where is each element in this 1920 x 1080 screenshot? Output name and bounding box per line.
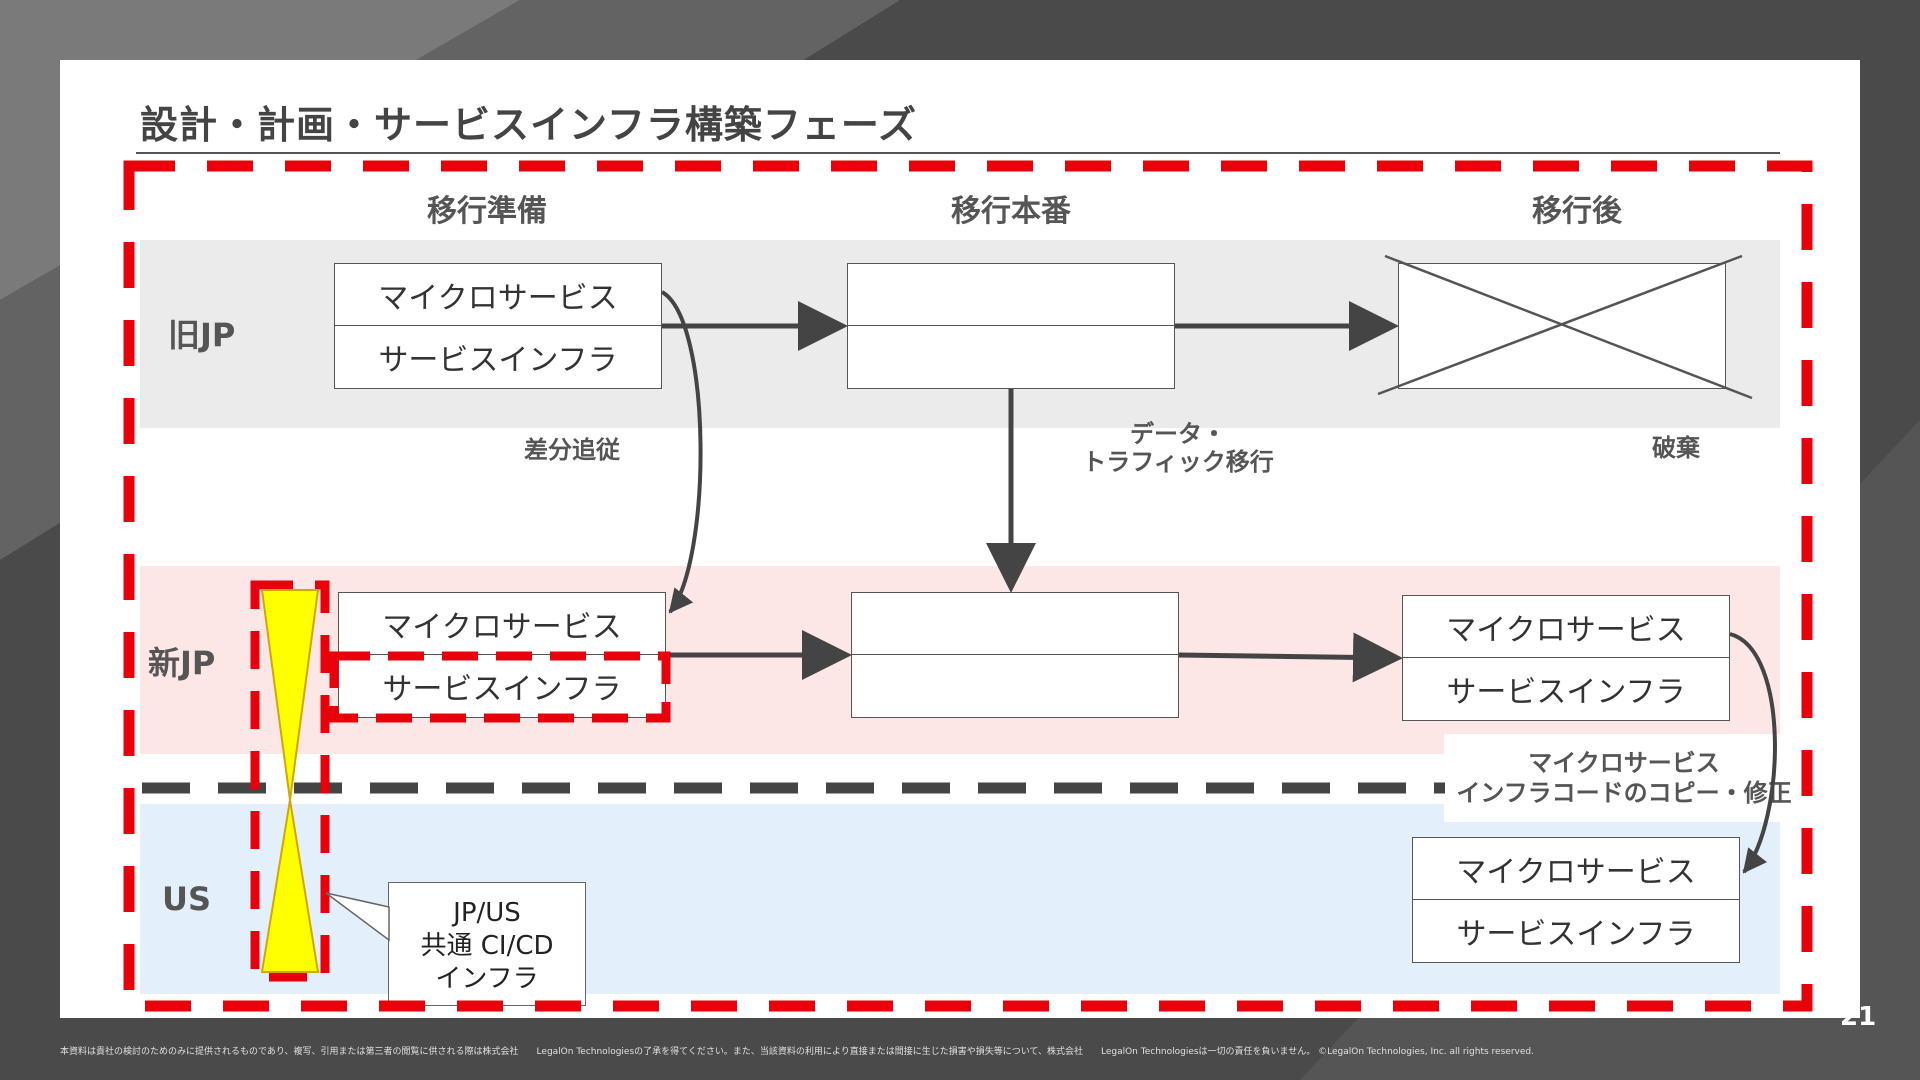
- old-jp-cutover-bottom-cell: [848, 326, 1174, 388]
- row-label-old-jp: 旧JP: [168, 316, 236, 354]
- slide-title: 設計・計画・サービスインフラ構築フェーズ: [140, 103, 917, 147]
- new-jp-service-infra-label: サービスインフラ: [382, 672, 622, 707]
- row-label-us: US: [162, 880, 212, 918]
- new-jp-cutover-bottom-cell: [852, 655, 1178, 717]
- footer-disclaimer: 本資料は貴社の検討のためのみに提供されるものであり、複写、引用または第三者の閲覧…: [60, 1047, 1534, 1057]
- note-data-traffic-line1: データ・: [1130, 420, 1226, 448]
- new-jp-cutover-top-cell: [852, 593, 1178, 655]
- old-jp-cutover-box: [847, 263, 1175, 389]
- note-code-copy-line2: インフラコードのコピー・修正: [1456, 779, 1792, 807]
- phase-preparation: 移行準備: [427, 194, 547, 229]
- us-service-infra-label: サービスインフラ: [1456, 917, 1696, 952]
- old-jp-service-infra-label: サービスインフラ: [378, 343, 618, 378]
- note-data-traffic-line2: トラフィック移行: [1082, 448, 1274, 476]
- title-divider: [136, 152, 1780, 154]
- new-jp-prep-box: マイクロサービス サービスインフラ: [338, 592, 666, 718]
- page-number: 21: [1840, 1002, 1877, 1032]
- row-label-new-jp: 新JP: [148, 644, 216, 682]
- new-jp-post-microservice-label: マイクロサービス: [1403, 596, 1729, 658]
- callout-line1: JP/US: [453, 898, 521, 928]
- us-post-box: マイクロサービス サービスインフラ: [1412, 837, 1740, 963]
- note-code-copy-line1: マイクロサービス: [1528, 749, 1720, 777]
- note-data-traffic-migration: データ・ トラフィック移行: [1078, 420, 1278, 476]
- phase-cutover: 移行本番: [951, 194, 1071, 229]
- us-microservice-label: マイクロサービス: [1413, 838, 1739, 900]
- new-jp-post-box: マイクロサービス サービスインフラ: [1402, 595, 1730, 721]
- callout-line3: インフラ: [435, 964, 539, 994]
- new-jp-cutover-box: [851, 592, 1179, 718]
- old-jp-discarded-box: [1398, 263, 1726, 389]
- note-code-copy: マイクロサービス インフラコードのコピー・修正: [1444, 734, 1804, 822]
- new-jp-microservice-label: マイクロサービス: [339, 593, 665, 655]
- callout-line2: 共通 CI/CD: [420, 931, 554, 961]
- note-discard: 破棄: [1652, 434, 1700, 462]
- note-diff-follow: 差分追従: [524, 436, 620, 464]
- phase-post-migration: 移行後: [1532, 194, 1622, 229]
- old-jp-prep-box: マイクロサービス サービスインフラ: [334, 263, 662, 389]
- new-jp-post-service-infra-label: サービスインフラ: [1446, 675, 1686, 710]
- old-jp-cutover-top-cell: [848, 264, 1174, 326]
- ci-cd-callout: JP/US 共通 CI/CD インフラ: [388, 882, 586, 1006]
- old-jp-microservice-label: マイクロサービス: [335, 264, 661, 326]
